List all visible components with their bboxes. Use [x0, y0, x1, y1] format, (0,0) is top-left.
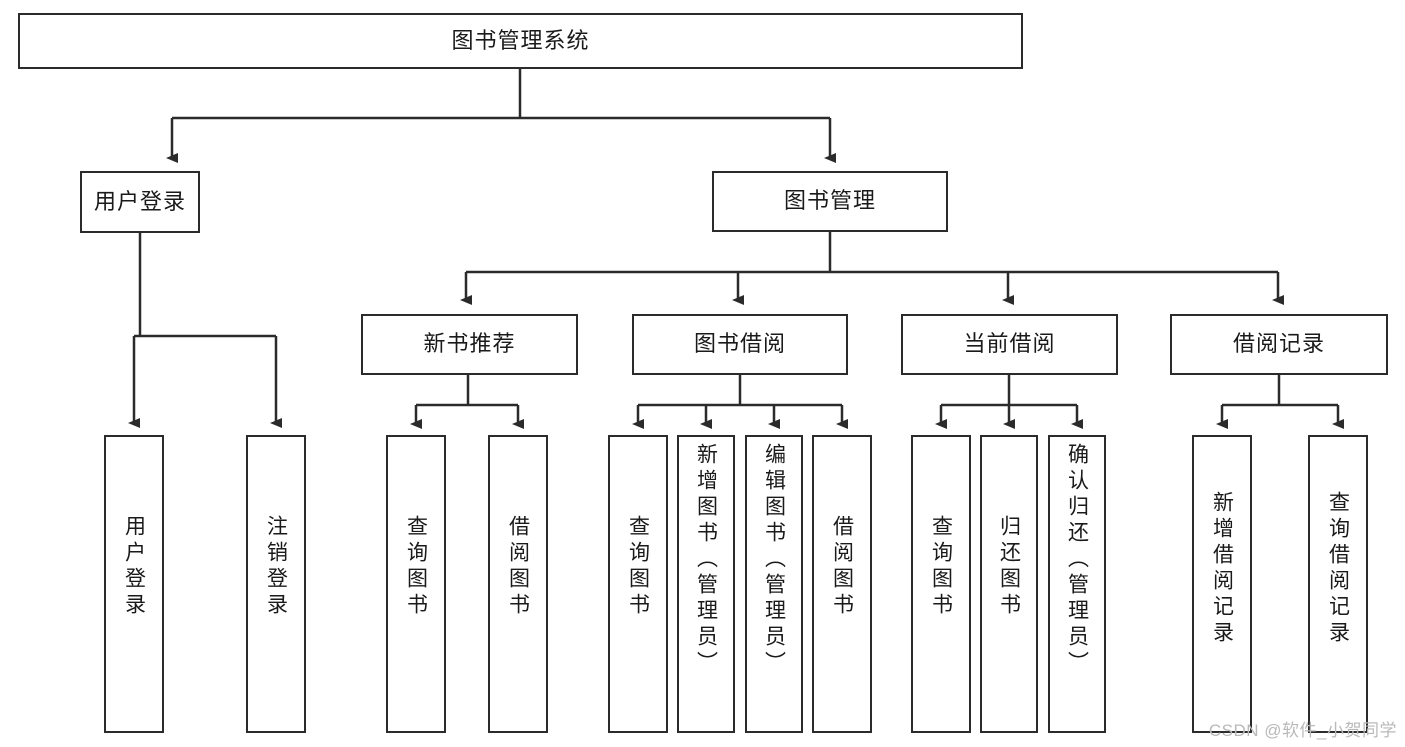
node-label: 查询图书: [404, 515, 428, 619]
node-leaf-user-login[interactable]: 用户登录: [104, 435, 164, 733]
node-leaf-edit-book-admin[interactable]: 编辑图书（管理员）: [745, 435, 803, 733]
node-label: 归还图书: [997, 515, 1021, 619]
node-label: 新增借阅记录: [1210, 491, 1234, 647]
node-leaf-add-borrow-record[interactable]: 新增借阅记录: [1192, 435, 1252, 733]
node-book-management[interactable]: 图书管理: [712, 171, 948, 232]
node-current-borrowing[interactable]: 当前借阅: [901, 314, 1118, 375]
node-label: 当前借阅: [963, 331, 1056, 357]
node-book-borrowing[interactable]: 图书借阅: [632, 314, 848, 375]
node-root-book-management-system[interactable]: 图书管理系统: [18, 13, 1023, 69]
node-leaf-borrow-book-rec[interactable]: 借阅图书: [488, 435, 548, 733]
node-label: 查询图书: [929, 515, 953, 619]
node-leaf-add-book-admin[interactable]: 新增图书（管理员）: [677, 435, 735, 733]
node-label: 查询图书: [626, 515, 650, 619]
node-label: 图书借阅: [693, 331, 786, 357]
node-label: 图书管理: [783, 188, 876, 214]
node-user-login[interactable]: 用户登录: [80, 171, 200, 233]
node-leaf-query-book-borrow[interactable]: 查询图书: [608, 435, 668, 733]
node-leaf-borrow-book[interactable]: 借阅图书: [812, 435, 872, 733]
node-label: 借阅记录: [1232, 331, 1325, 357]
node-label: 编辑图书（管理员）: [762, 443, 786, 677]
node-leaf-return-book[interactable]: 归还图书: [980, 435, 1038, 733]
node-leaf-query-book-rec[interactable]: 查询图书: [386, 435, 446, 733]
node-borrowing-record[interactable]: 借阅记录: [1170, 314, 1388, 375]
node-leaf-query-borrow-record[interactable]: 查询借阅记录: [1308, 435, 1368, 733]
node-label: 注销登录: [264, 515, 288, 619]
node-label: 借阅图书: [830, 515, 854, 619]
node-label: 用户登录: [93, 188, 186, 214]
node-label: 查询借阅记录: [1326, 491, 1350, 647]
watermark-text: CSDN @软件_小贺同学: [1208, 721, 1397, 740]
node-leaf-confirm-return-admin[interactable]: 确认归还（管理员）: [1048, 435, 1106, 733]
node-new-book-recommendation[interactable]: 新书推荐: [361, 314, 578, 375]
node-label: 图书管理系统: [451, 27, 590, 53]
node-label: 借阅图书: [506, 515, 530, 619]
node-label: 新书推荐: [423, 331, 516, 357]
node-label: 用户登录: [122, 515, 146, 619]
node-label: 新增图书（管理员）: [694, 443, 718, 677]
node-leaf-logout[interactable]: 注销登录: [246, 435, 306, 733]
node-label: 确认归还（管理员）: [1065, 443, 1089, 677]
node-leaf-query-book-current[interactable]: 查询图书: [911, 435, 971, 733]
